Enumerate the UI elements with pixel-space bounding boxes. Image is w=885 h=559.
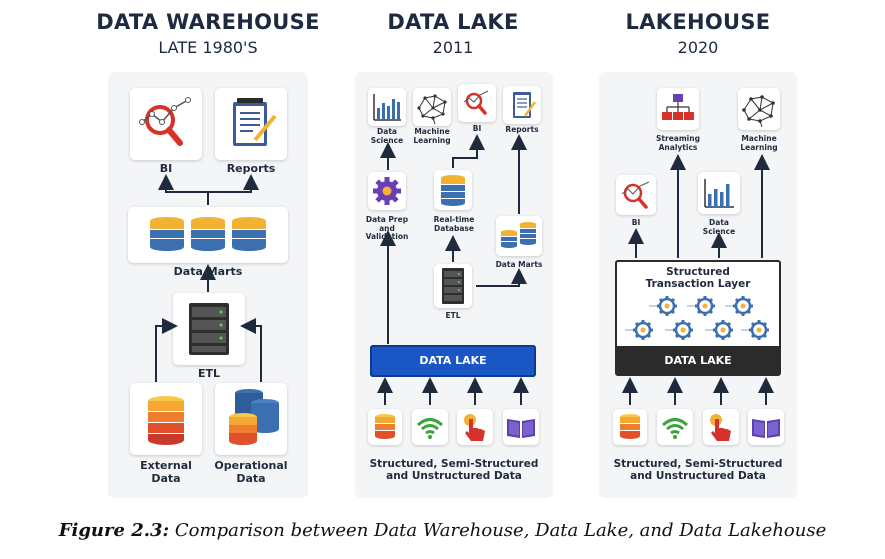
lake-sources-label: Structured, Semi-Structured and Unstruct… bbox=[369, 458, 539, 483]
lake-data-lake-bar: DATA LAKE bbox=[370, 345, 536, 377]
warehouse-data-marts-card bbox=[128, 207, 288, 263]
warehouse-external-card bbox=[130, 383, 202, 455]
lakehouse-title: LAKEHOUSE bbox=[625, 10, 771, 34]
bar-chart-icon bbox=[373, 94, 401, 121]
lake-data-marts-label: Data Marts bbox=[495, 260, 543, 269]
bi-magnifier-icon bbox=[463, 90, 489, 115]
warehouse-etl-card bbox=[173, 293, 245, 365]
warehouse-bi-card bbox=[130, 88, 202, 160]
server-rack-icon bbox=[442, 268, 464, 304]
lake-source-touch-card bbox=[457, 409, 493, 445]
lake-etl-card bbox=[434, 264, 472, 308]
lakehouse-source-book-card bbox=[748, 409, 784, 445]
warehouse-title: DATA WAREHOUSE bbox=[96, 10, 320, 34]
lakehouse-data-science-card bbox=[698, 172, 740, 214]
gear-icon bbox=[373, 177, 401, 205]
warehouse-subtitle: LATE 1980'S bbox=[158, 38, 258, 57]
transaction-layer-label: Structured Transaction Layer bbox=[645, 266, 751, 291]
lakehouse-subtitle: 2020 bbox=[677, 38, 719, 57]
warehouse-bi-label: BI bbox=[159, 162, 173, 175]
wifi-icon bbox=[661, 418, 689, 439]
database-gradient-icon bbox=[148, 396, 184, 445]
database-gradient-icon bbox=[620, 414, 640, 439]
caption-label: Figure 2.3: bbox=[58, 520, 170, 541]
lake-etl-label: ETL bbox=[445, 311, 461, 320]
lakehouse-source-wifi-card bbox=[657, 409, 693, 445]
lakehouse-bi-label: BI bbox=[631, 218, 641, 227]
warehouse-etl-label: ETL bbox=[197, 367, 221, 380]
lake-data-marts-card bbox=[496, 216, 542, 256]
bi-magnifier-icon bbox=[139, 97, 191, 146]
open-book-icon bbox=[752, 419, 780, 438]
database-gradient-icon bbox=[375, 414, 395, 439]
lakehouse-source-database-card bbox=[613, 409, 647, 445]
lake-ml-label: Machine Learning bbox=[413, 127, 451, 145]
lake-source-wifi-card bbox=[412, 409, 448, 445]
pointing-hand-icon bbox=[464, 414, 485, 441]
lake-source-database-card bbox=[368, 409, 402, 445]
lake-realtime-db-card bbox=[434, 170, 472, 210]
database-icon bbox=[441, 175, 465, 206]
report-clipboard-icon bbox=[513, 92, 537, 118]
database-cluster-icon bbox=[229, 389, 279, 445]
warehouse-reports-label: Reports bbox=[226, 162, 276, 175]
lake-reports-label: Reports bbox=[505, 125, 539, 134]
neural-brain-icon bbox=[417, 94, 447, 125]
report-clipboard-icon bbox=[233, 98, 277, 146]
lakehouse-source-touch-card bbox=[703, 409, 739, 445]
server-rack-icon bbox=[189, 303, 229, 355]
database-stack-icons bbox=[150, 217, 266, 251]
lake-realtime-db-label: Real-time Database bbox=[433, 215, 475, 233]
lake-data-science-label: Data Science bbox=[370, 127, 404, 145]
lakehouse-transaction-layer: Structured Transaction Layer DATA LAKE bbox=[615, 260, 781, 376]
lake-data-lake-label: DATA LAKE bbox=[419, 354, 487, 367]
pointing-hand-icon bbox=[710, 414, 731, 441]
bi-magnifier-icon bbox=[621, 181, 650, 209]
lakehouse-streaming-card bbox=[657, 88, 699, 130]
lakehouse-data-science-label: Data Science bbox=[702, 218, 736, 236]
lake-title: DATA LAKE bbox=[387, 10, 519, 34]
lake-bi-label: BI bbox=[472, 124, 482, 133]
lakehouse-bi-card bbox=[616, 175, 656, 215]
gears-icon bbox=[625, 294, 771, 342]
hierarchy-icon bbox=[662, 94, 694, 120]
lake-data-science-card bbox=[368, 88, 406, 126]
warehouse-operational-label: Operational Data bbox=[214, 459, 288, 485]
lake-ml-card bbox=[413, 88, 451, 126]
lake-source-book-card bbox=[503, 409, 539, 445]
warehouse-operational-card bbox=[215, 383, 287, 455]
lakehouse-ml-label: Machine Learning bbox=[740, 134, 778, 152]
database-stack-icons bbox=[501, 222, 536, 248]
warehouse-reports-card bbox=[215, 88, 287, 160]
lake-data-prep-card bbox=[368, 172, 406, 210]
lake-reports-card bbox=[503, 86, 541, 124]
lakehouse-sources-label: Structured, Semi-Structured and Unstruct… bbox=[613, 458, 783, 483]
lakehouse-ml-card bbox=[738, 88, 780, 130]
figure-caption: Figure 2.3: Comparison between Data Ware… bbox=[0, 520, 885, 541]
open-book-icon bbox=[507, 419, 535, 438]
caption-text: Comparison between Data Warehouse, Data … bbox=[169, 520, 827, 541]
lakehouse-data-lake-label: DATA LAKE bbox=[664, 354, 732, 367]
lakehouse-streaming-label: Streaming Analytics bbox=[656, 134, 700, 152]
bar-chart-icon bbox=[704, 179, 734, 208]
connector-arrows bbox=[155, 134, 774, 405]
lakehouse-data-lake-bar: DATA LAKE bbox=[617, 346, 779, 374]
lake-subtitle: 2011 bbox=[432, 38, 474, 57]
lake-bi-card bbox=[458, 84, 496, 122]
warehouse-external-label: External Data bbox=[140, 459, 192, 485]
wifi-icon bbox=[416, 418, 444, 439]
neural-brain-icon bbox=[742, 95, 775, 128]
